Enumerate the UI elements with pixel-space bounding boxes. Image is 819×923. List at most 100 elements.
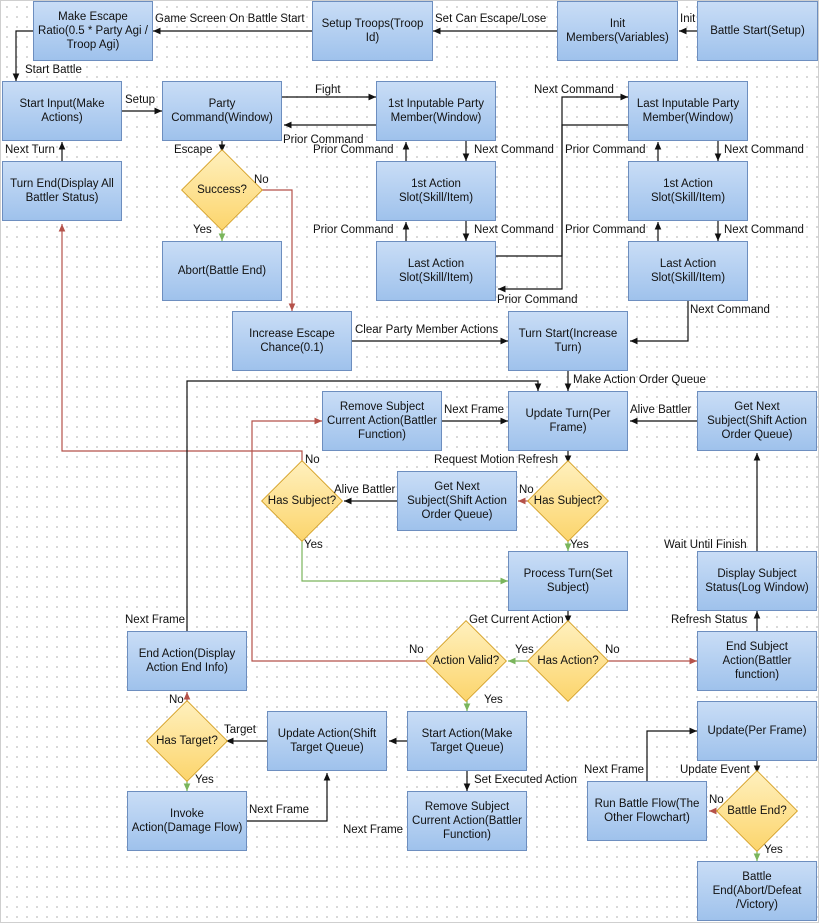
node-end-subject-action[interactable]: End Subject Action(Battler function) (697, 631, 817, 691)
label-action-valid-yes: Yes (484, 694, 503, 706)
label-prior-command-2: Prior Command (313, 144, 394, 156)
label-make-action-order: Make Action Order Queue (573, 374, 706, 386)
decision-success-text: Success? (197, 184, 247, 196)
label-set-can-escape: Set Can Escape/Lose (435, 13, 547, 25)
node-init-members[interactable]: Init Members(Variables) (557, 1, 678, 61)
node-display-subject-status[interactable]: Display Subject Status(Log Window) (697, 551, 817, 611)
node-get-next-subject-right[interactable]: Get Next Subject(Shift Action Order Queu… (697, 391, 817, 451)
decision-has-subject-right-text: Has Subject? (533, 495, 603, 507)
label-next-command-3: Next Command (474, 224, 554, 236)
node-last-action-slot-a[interactable]: Last Action Slot(Skill/Item) (376, 241, 496, 301)
edge-invoke-next-frame (247, 773, 331, 822)
decision-has-action-text: Has Action? (537, 655, 599, 667)
node-start-input[interactable]: Start Input(Make Actions) (2, 81, 122, 141)
edge-end-action-next-frame (186, 380, 542, 631)
node-first-action-slot-b[interactable]: 1st Action Slot(Skill/Item) (628, 161, 748, 221)
node-last-action-slot-b[interactable]: Last Action Slot(Skill/Item) (628, 241, 748, 301)
node-process-turn[interactable]: Process Turn(Set Subject) (508, 551, 628, 611)
node-remove-subject-action-2[interactable]: Remove Subject Current Action(Battler Fu… (407, 791, 527, 851)
label-next-frame-1: Next Frame (444, 404, 505, 416)
node-turn-end[interactable]: Turn End(Display All Battler Status) (2, 161, 122, 221)
label-alive-battler-1: Alive Battler (630, 404, 692, 416)
node-first-action-slot-a[interactable]: 1st Action Slot(Skill/Item) (376, 161, 496, 221)
label-escape: Escape (174, 144, 213, 156)
label-set-executed-action: Set Executed Action (474, 774, 577, 786)
label-next-frame-5: Next Frame (343, 824, 404, 836)
decision-has-target-text: Has Target? (156, 735, 218, 747)
label-wait-until-finish: Wait Until Finish (664, 539, 747, 551)
label-has-target-no: No (169, 694, 184, 706)
label-next-frame-2: Next Frame (125, 614, 186, 626)
node-first-inputable-member[interactable]: 1st Inputable Party Member(Window) (376, 81, 496, 141)
label-has-subject-right-no: No (519, 484, 534, 496)
label-next-command-2: Next Command (724, 144, 804, 156)
label-has-action-no: No (605, 644, 620, 656)
label-success-no: No (254, 174, 269, 186)
label-update-event: Update Event (680, 764, 750, 776)
label-has-subject-left-yes: Yes (304, 539, 323, 551)
node-update-per-frame[interactable]: Update(Per Frame) (697, 701, 817, 761)
label-start-battle: Start Battle (25, 64, 82, 76)
label-request-motion: Request Motion Refresh (434, 454, 559, 466)
decision-has-subject-left-text: Has Subject? (267, 495, 337, 507)
label-success-yes: Yes (193, 224, 212, 236)
node-party-command[interactable]: Party Command(Window) (162, 81, 282, 141)
label-next-command-5: Next Command (690, 304, 770, 316)
decision-success[interactable]: Success? (180, 148, 264, 232)
label-alive-battler-2: Alive Battler (334, 484, 396, 496)
node-turn-start[interactable]: Turn Start(Increase Turn) (508, 311, 628, 371)
label-game-screen: Game Screen On Battle Start (155, 13, 305, 25)
node-setup-troops[interactable]: Setup Troops(Troop Id) (312, 1, 433, 61)
label-refresh-status: Refresh Status (671, 614, 748, 626)
node-end-action[interactable]: End Action(Display Action End Info) (127, 631, 247, 691)
label-next-frame-3: Next Frame (584, 764, 645, 776)
node-run-battle-flow[interactable]: Run Battle Flow(The Other Flowchart) (587, 781, 707, 841)
label-next-turn: Next Turn (5, 144, 55, 156)
label-action-valid-no: No (409, 644, 424, 656)
node-abort[interactable]: Abort(Battle End) (162, 241, 282, 301)
edge-to-turn-start (630, 301, 689, 345)
decision-has-subject-right[interactable]: Has Subject? (526, 459, 610, 543)
edge-success-no (261, 189, 296, 311)
label-clear-party: Clear Party Member Actions (355, 324, 499, 336)
node-remove-subject-action-1[interactable]: Remove Subject Current Action(Battler Fu… (322, 391, 442, 451)
node-update-turn[interactable]: Update Turn(Per Frame) (508, 391, 628, 451)
label-prior-command-6: Prior Command (497, 294, 578, 306)
label-has-subject-right-yes: Yes (570, 539, 589, 551)
decision-has-subject-left[interactable]: Has Subject? (260, 459, 344, 543)
node-get-next-subject-mid[interactable]: Get Next Subject(Shift Action Order Queu… (397, 471, 517, 531)
node-start-action[interactable]: Start Action(Make Target Queue) (407, 711, 527, 771)
label-has-action-yes: Yes (515, 644, 534, 656)
label-init: Init (680, 13, 696, 25)
label-prior-command-3: Prior Command (565, 144, 646, 156)
label-has-target-yes: Yes (195, 774, 214, 786)
label-battle-end-yes: Yes (764, 844, 783, 856)
edge-prior-to-first (498, 124, 628, 293)
label-battle-end-no: No (709, 794, 724, 806)
edge-start-battle (12, 30, 33, 81)
label-next-command-1: Next Command (474, 144, 554, 156)
node-last-inputable-member[interactable]: Last Inputable Party Member(Window) (628, 81, 748, 141)
decision-battle-end[interactable]: Battle End? (715, 769, 799, 853)
node-update-action[interactable]: Update Action(Shift Target Queue) (267, 711, 387, 771)
decision-action-valid[interactable]: Action Valid? (424, 619, 508, 703)
label-next-command-4: Next Command (724, 224, 804, 236)
decision-battle-end-text: Battle End? (727, 805, 787, 817)
node-battle-end[interactable]: Battle End(Abort/Defeat /Victory) (697, 861, 817, 921)
decision-has-action[interactable]: Has Action? (526, 619, 610, 703)
label-next-frame-4: Next Frame (249, 804, 310, 816)
label-target: Target (224, 724, 256, 736)
node-make-escape-ratio[interactable]: Make Escape Ratio(0.5 * Party Agi / Troo… (33, 1, 153, 61)
decision-action-valid-text: Action Valid? (432, 655, 500, 667)
node-battle-start[interactable]: Battle Start(Setup) (697, 1, 818, 61)
node-invoke-action[interactable]: Invoke Action(Damage Flow) (127, 791, 247, 851)
label-next-command-top: Next Command (534, 84, 614, 96)
label-prior-command-1: Prior Command (283, 134, 364, 146)
decision-has-target[interactable]: Has Target? (145, 699, 229, 783)
label-fight: Fight (315, 84, 341, 96)
node-increase-escape-chance[interactable]: Increase Escape Chance(0.1) (232, 311, 352, 371)
label-has-subject-left-no: No (305, 454, 320, 466)
edge-hs1-yes (301, 539, 508, 585)
